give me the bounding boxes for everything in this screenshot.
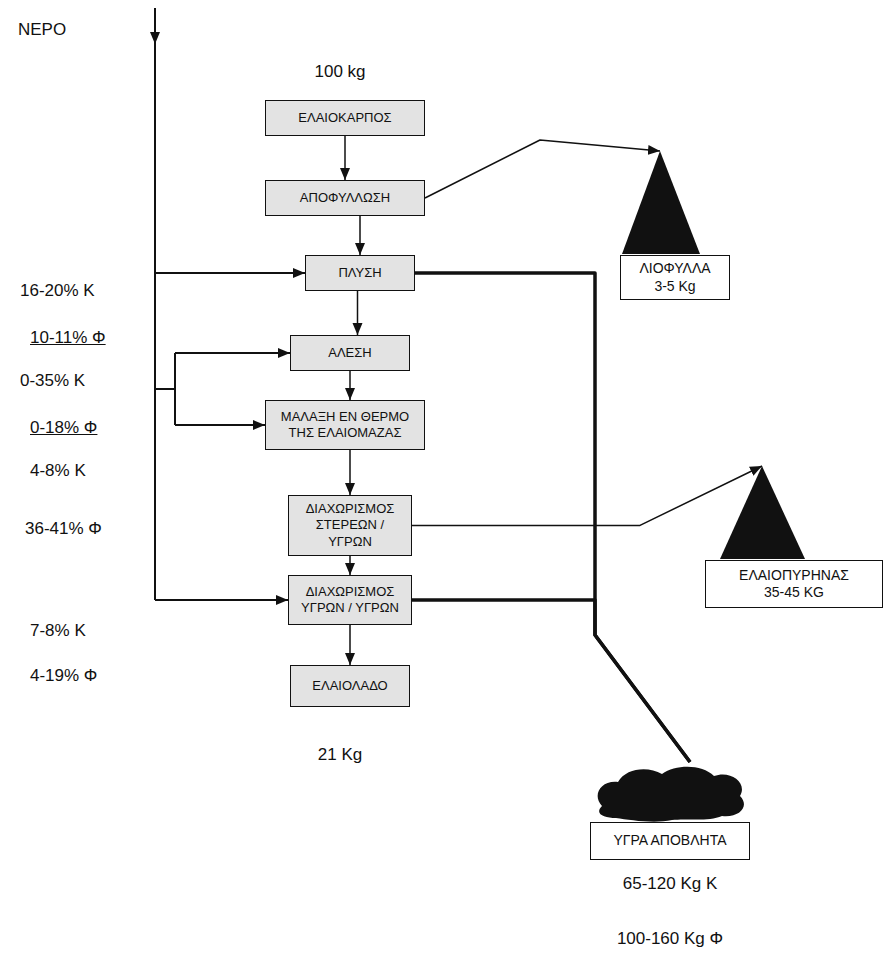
node-text: ΔΙΑΧΩΡΙΣΜΟΣ ΣΤΕΡΕΩΝ / ΥΓΡΩΝ <box>293 501 407 550</box>
node-text: ΑΛΕΣΗ <box>295 345 405 361</box>
by-product-pile: ΛΙΟΦΥΛΛΑ3-5 Kg <box>620 150 730 300</box>
process-box: ΔΙΑΧΩΡΙΣΜΟΣ ΣΤΕΡΕΩΝ / ΥΓΡΩΝ <box>288 495 412 556</box>
water-percent: 0-35% Κ <box>20 371 85 391</box>
flow-arrow <box>425 140 660 198</box>
water-percent: 4-19% Φ <box>30 666 97 686</box>
water-line <box>175 352 290 354</box>
node-text: ΔΙΑΧΩΡΙΣΜΟΣ ΥΓΡΩΝ / ΥΓΡΩΝ <box>293 584 407 617</box>
process-box: ΠΛΥΣΗ <box>305 255 415 291</box>
flow-arrow <box>349 625 351 665</box>
node-text: ΠΛΥΣΗ <box>310 265 410 281</box>
node-text: 3-5 Kg <box>625 278 725 296</box>
process-box: ΜΑΛΑΞΗ ΕΝ ΘΕΡΜΟ ΤΗΣ ΕΛΑΙΟΜΑΖΑΣ <box>265 400 425 450</box>
water-line <box>174 353 176 425</box>
water-line <box>155 599 288 601</box>
mass-label: 65-120 Kg Κ <box>590 874 750 894</box>
water-line <box>154 44 156 600</box>
water-percent: 36-41% Φ <box>25 519 102 539</box>
node-text: ΜΑΛΑΞΗ ΕΝ ΘΕΡΜΟ ΤΗΣ ΕΛΑΙΟΜΑΖΑΣ <box>270 409 420 442</box>
heap-symbol <box>620 150 730 255</box>
water-percent: 4-8% Κ <box>30 461 86 481</box>
puddle-symbol <box>590 762 750 822</box>
flow-arrow <box>349 556 351 575</box>
water-line <box>175 424 265 426</box>
node-text: ΕΛΑΙΟΛΑΔΟ <box>295 678 405 694</box>
heap-symbol <box>705 465 883 560</box>
flow-arrow <box>344 136 346 180</box>
node-text: ΥΓΡΑ ΑΠΟΒΛΗΤΑ <box>595 832 745 850</box>
water-percent: 10-11% Φ <box>30 328 106 348</box>
water-percent: 16-20% Κ <box>20 281 95 301</box>
water-line <box>154 8 156 44</box>
liquid-waste: ΥΓΡΑ ΑΠΟΒΛΗΤΑ <box>590 762 750 860</box>
mass-label: 21 Kg <box>290 745 390 765</box>
node-text: ΕΛΑΙΟΚΑΡΠΟΣ <box>270 110 420 126</box>
flow-arrow <box>359 216 361 255</box>
flow-arrow <box>349 371 351 400</box>
water-line <box>155 272 305 274</box>
flow-arrow <box>412 466 762 525</box>
heap-triangle <box>720 466 805 559</box>
process-box: ΕΛΑΙΟΚΑΡΠΟΣ <box>265 100 425 136</box>
name-plate: ΛΙΟΦΥΛΛΑ3-5 Kg <box>620 255 730 300</box>
name-plate: ΥΓΡΑ ΑΠΟΒΛΗΤΑ <box>590 822 750 860</box>
water-percent: 7-8% Κ <box>30 621 86 641</box>
heap-triangle <box>622 151 700 254</box>
water-input-label: ΝΕΡΟ <box>18 20 66 40</box>
node-text: ΛΙΟΦΥΛΛΑ <box>625 260 725 278</box>
water-percent: 0-18% Φ <box>30 418 97 438</box>
node-text: 35-45 KG <box>710 584 878 602</box>
waste-line <box>415 273 690 762</box>
flow-arrow <box>349 450 351 495</box>
node-text: ΕΛΑΙΟΠΥΡΗΝΑΣ <box>710 567 878 585</box>
node-text: ΑΠΟΦΥΛΛΩΣΗ <box>270 190 420 206</box>
by-product-pile: ΕΛΑΙΟΠΥΡΗΝΑΣ35-45 KG <box>705 465 883 608</box>
mass-label: 100 kg <box>290 62 390 82</box>
process-box: ΑΛΕΣΗ <box>290 335 410 371</box>
flow-arrow <box>357 291 359 335</box>
process-box: ΔΙΑΧΩΡΙΣΜΟΣ ΥΓΡΩΝ / ΥΓΡΩΝ <box>288 575 412 625</box>
process-box: ΕΛΑΙΟΛΑΔΟ <box>290 665 410 707</box>
process-box: ΑΠΟΦΥΛΛΩΣΗ <box>265 180 425 216</box>
water-line <box>155 388 175 390</box>
mass-label: 100-160 Kg Φ <box>590 929 750 949</box>
puddle-shape <box>598 767 744 822</box>
name-plate: ΕΛΑΙΟΠΥΡΗΝΑΣ35-45 KG <box>705 560 883 608</box>
waste-line <box>412 600 690 762</box>
